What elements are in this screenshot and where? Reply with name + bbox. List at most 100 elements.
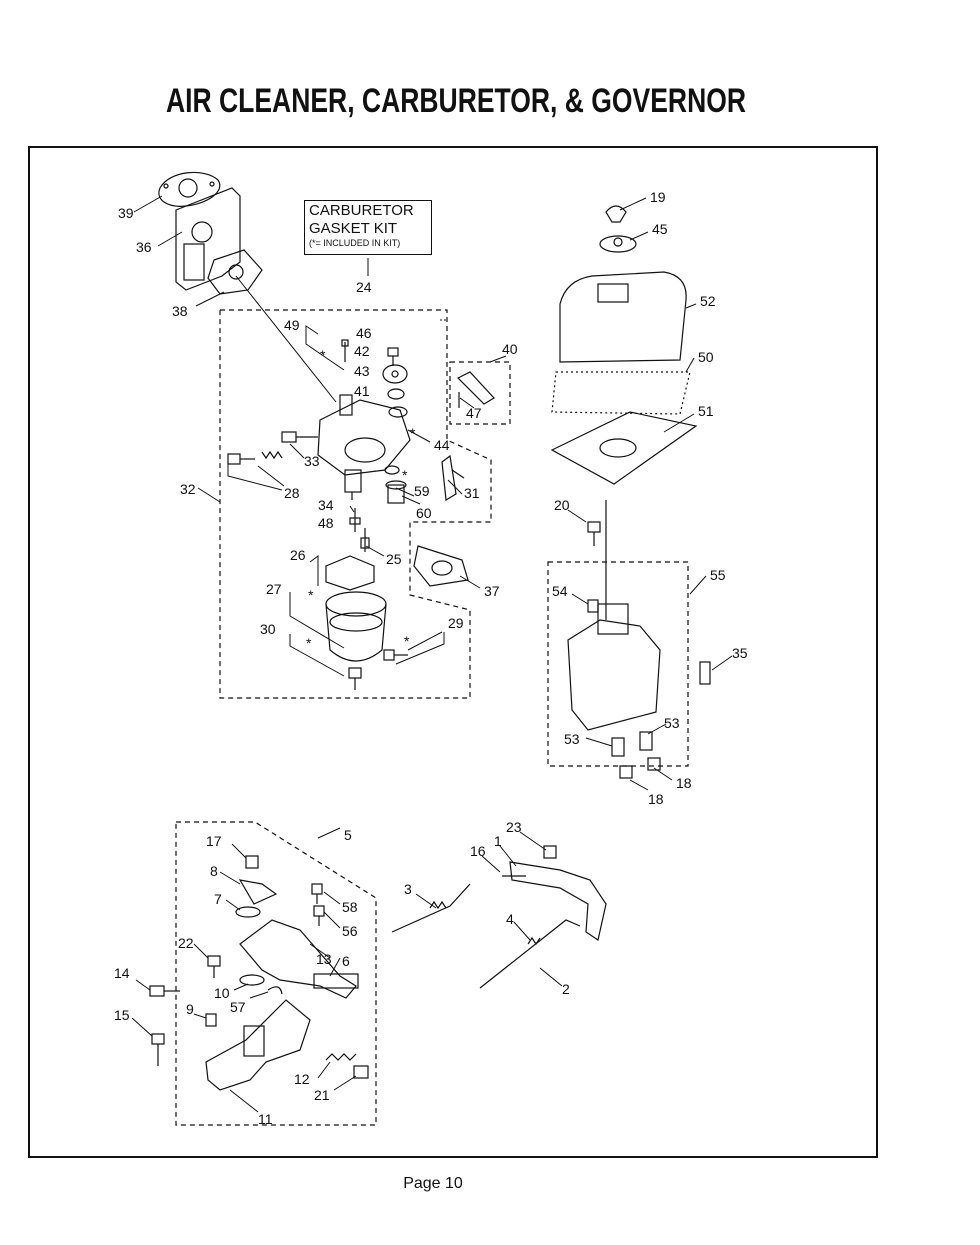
spacer-icon bbox=[587, 599, 599, 613]
nut-icon bbox=[245, 855, 259, 869]
callout-60: 60 bbox=[416, 505, 432, 521]
air-intake-tube-outline bbox=[449, 361, 511, 425]
callout-10: 10 bbox=[214, 985, 230, 1001]
air-cleaner-base-icon bbox=[550, 411, 698, 485]
gasket-icon bbox=[158, 171, 221, 207]
governor-rod-icon bbox=[479, 919, 581, 989]
callout-20: 20 bbox=[554, 497, 570, 513]
callout-46: 46 bbox=[356, 325, 372, 341]
page-title: AIR CLEANER, CARBURETOR, & GOVERNOR bbox=[165, 82, 747, 120]
kit-asterisk: * bbox=[320, 347, 326, 363]
collar-icon bbox=[611, 731, 653, 757]
idle-screw-icon bbox=[281, 431, 318, 443]
fuel-fitting-icon bbox=[385, 480, 407, 504]
gasket-icon bbox=[207, 249, 263, 295]
callout-53-left: 53 bbox=[564, 731, 580, 747]
needle-screw-icon bbox=[341, 339, 349, 362]
kit-asterisk: * bbox=[410, 425, 416, 441]
pilot-screw-icon bbox=[227, 450, 283, 465]
adjust-bolt-icon bbox=[353, 1065, 369, 1079]
callout-38: 38 bbox=[172, 303, 188, 319]
drain-bolt-icon bbox=[348, 667, 362, 690]
washer-icon bbox=[235, 906, 261, 918]
screw-icon bbox=[387, 347, 399, 366]
callout-17: 17 bbox=[206, 833, 222, 849]
callout-41: 41 bbox=[354, 383, 370, 399]
kit-asterisk: * bbox=[402, 467, 408, 483]
air-intake-pipe-icon bbox=[456, 371, 495, 405]
air-cleaner-cover-icon bbox=[559, 271, 687, 363]
washer-icon bbox=[387, 388, 405, 400]
callout-30: 30 bbox=[260, 621, 276, 637]
bolt-icon bbox=[587, 521, 601, 546]
leader-lines bbox=[131, 195, 733, 1113]
callout-52: 52 bbox=[700, 293, 716, 309]
label-icon bbox=[699, 661, 711, 685]
callout-24: 24 bbox=[356, 279, 372, 295]
callout-48: 48 bbox=[318, 515, 334, 531]
spacer-plate-icon bbox=[175, 187, 241, 291]
callout-4: 4 bbox=[506, 911, 514, 927]
callout-42: 42 bbox=[354, 343, 370, 359]
callout-53-right: 53 bbox=[664, 715, 680, 731]
emulsion-tube-icon bbox=[360, 528, 370, 552]
callout-23: 23 bbox=[506, 819, 522, 835]
callout-58: 58 bbox=[342, 899, 358, 915]
kit-asterisk: * bbox=[404, 633, 410, 649]
callout-36: 36 bbox=[136, 239, 152, 255]
kit-title-line2: GASKET KIT bbox=[309, 220, 398, 237]
callout-28: 28 bbox=[284, 485, 300, 501]
callout-11: 11 bbox=[258, 1111, 273, 1127]
callout-1: 1 bbox=[494, 833, 502, 849]
gasket-icon bbox=[413, 545, 469, 587]
callout-14: 14 bbox=[114, 965, 130, 981]
spring-icon bbox=[325, 1053, 357, 1061]
callout-33: 33 bbox=[304, 453, 320, 469]
callout-8: 8 bbox=[210, 863, 218, 879]
washer-icon bbox=[239, 974, 265, 986]
grommet-icon bbox=[599, 235, 637, 253]
governor-base-icon bbox=[205, 999, 311, 1091]
o-ring-icon bbox=[384, 465, 400, 475]
governor-arm-icon bbox=[238, 879, 278, 905]
callout-5: 5 bbox=[344, 827, 352, 843]
callout-50: 50 bbox=[698, 349, 714, 365]
bolt-icon bbox=[151, 1033, 165, 1066]
throttle-lever-icon bbox=[509, 861, 607, 941]
air-filter-element-icon bbox=[551, 371, 691, 415]
callout-59: 59 bbox=[414, 483, 430, 499]
callout-21: 21 bbox=[314, 1087, 330, 1103]
screw-icon bbox=[311, 883, 323, 904]
callout-18-left: 18 bbox=[648, 791, 664, 807]
callout-56: 56 bbox=[342, 923, 358, 939]
air-cleaner-elbow-icon bbox=[567, 603, 661, 731]
diagram-frame bbox=[28, 146, 878, 1158]
callout-37: 37 bbox=[484, 583, 500, 599]
wing-nut-icon bbox=[605, 205, 627, 223]
callout-labels: 39 36 38 24 19 45 52 50 51 20 55 54 35 5… bbox=[114, 189, 748, 1127]
clip-icon bbox=[267, 986, 283, 995]
float-bowl-cover-icon bbox=[382, 364, 408, 384]
kit-note: (*= INCLUDED IN KIT) bbox=[309, 238, 401, 248]
callout-39: 39 bbox=[118, 205, 134, 221]
callout-45: 45 bbox=[652, 221, 668, 237]
kit-asterisk: * bbox=[308, 587, 314, 603]
callout-22: 22 bbox=[178, 935, 194, 951]
nut-icon bbox=[543, 845, 557, 859]
screw-icon bbox=[207, 955, 221, 978]
callout-40: 40 bbox=[502, 341, 518, 357]
callout-54: 54 bbox=[552, 583, 568, 599]
callout-2: 2 bbox=[562, 981, 570, 997]
callout-44: 44 bbox=[434, 437, 450, 453]
callout-49: 49 bbox=[284, 317, 300, 333]
callout-12: 12 bbox=[294, 1071, 310, 1087]
callout-6: 6 bbox=[342, 953, 350, 969]
callout-32: 32 bbox=[180, 481, 196, 497]
callout-34: 34 bbox=[318, 497, 334, 513]
callout-15: 15 bbox=[114, 1007, 130, 1023]
float-bowl-icon bbox=[325, 591, 387, 662]
callout-51: 51 bbox=[698, 403, 714, 419]
callout-26: 26 bbox=[290, 547, 306, 563]
callout-18-right: 18 bbox=[676, 775, 692, 791]
callout-16: 16 bbox=[470, 843, 486, 859]
